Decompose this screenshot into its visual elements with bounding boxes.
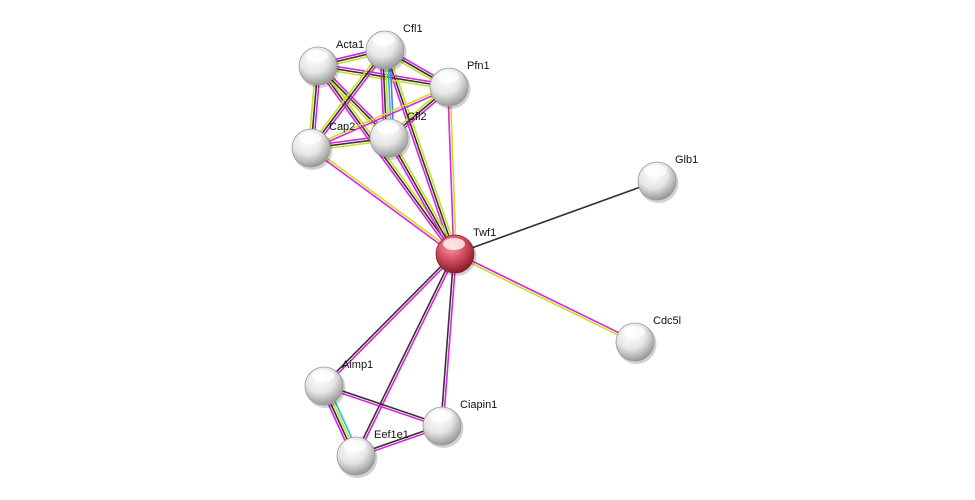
- edge-cfl1-cap2[interactable]: [308, 48, 388, 150]
- evidence-line-experiments: [447, 87, 455, 255]
- edge-twf1-cfl1[interactable]: [381, 48, 459, 256]
- node-highlight: [645, 165, 667, 177]
- node-twf1[interactable]: Twf1: [435, 227, 496, 276]
- evidence-line-textmining: [311, 146, 457, 254]
- edge-twf1-cap2[interactable]: [309, 146, 457, 256]
- edge-twf1-ciapin1[interactable]: [440, 253, 457, 427]
- node-highlight: [306, 50, 328, 62]
- node-highlight: [623, 326, 645, 338]
- edges-layer: [307, 46, 658, 458]
- node-label[interactable]: Cap2: [329, 121, 355, 133]
- evidence-line-coexpression: [317, 65, 456, 255]
- evidence-line-experiments: [315, 66, 454, 256]
- node-label[interactable]: Acta1: [336, 39, 364, 51]
- node-highlight: [437, 71, 459, 83]
- edge-twf1-glb1[interactable]: [454, 180, 658, 255]
- evidence-line-textmining: [390, 136, 458, 254]
- node-label[interactable]: Twf1: [473, 227, 496, 239]
- evidence-line-experiments: [455, 252, 636, 342]
- evidence-line-coexpression: [454, 180, 658, 255]
- edge-pfn1-cap2[interactable]: [310, 85, 450, 150]
- evidence-line-experiments: [323, 386, 442, 428]
- evidence-line-coexpression: [322, 252, 455, 386]
- edge-twf1-pfn1[interactable]: [447, 86, 457, 255]
- node-label[interactable]: Cfl1: [403, 23, 423, 35]
- evidence-line-coexpression: [440, 253, 455, 426]
- node-label[interactable]: Eef1e1: [374, 429, 409, 441]
- evidence-line-coexpression: [388, 137, 456, 255]
- node-label[interactable]: Glb1: [675, 154, 698, 166]
- evidence-line-textmining: [310, 85, 449, 148]
- evidence-line-textmining: [449, 86, 457, 254]
- node-pfn1[interactable]: Pfn1: [429, 60, 490, 109]
- evidence-line-experiments: [324, 254, 457, 388]
- node-glb1[interactable]: Glb1: [637, 154, 698, 203]
- evidence-line-textmining: [454, 254, 635, 344]
- node-ciapin1[interactable]: Ciapin1: [422, 399, 497, 448]
- node-cdc5l[interactable]: Cdc5l: [615, 315, 681, 364]
- evidence-line-coexpression: [310, 49, 386, 149]
- evidence-line-experiments: [381, 50, 454, 256]
- edge-aimp1-ciapin1[interactable]: [323, 384, 443, 428]
- evidence-line-coexpression: [354, 253, 455, 456]
- edge-twf1-eef1e1[interactable]: [354, 253, 457, 457]
- evidence-line-coexpression: [384, 49, 456, 255]
- evidence-line-experiments: [309, 148, 455, 256]
- evidence-line-coexpression: [324, 384, 443, 426]
- evidence-line-experiments: [442, 254, 457, 427]
- node-highlight: [443, 238, 465, 250]
- edge-twf1-aimp1[interactable]: [322, 252, 457, 388]
- node-highlight: [430, 410, 452, 422]
- node-eef1e1[interactable]: Eef1e1: [336, 429, 409, 478]
- node-label[interactable]: Aimp1: [342, 359, 373, 371]
- node-label[interactable]: Cdc5l: [653, 315, 681, 327]
- node-label[interactable]: Cfl2: [407, 111, 427, 123]
- node-highlight: [312, 370, 334, 382]
- node-cfl1[interactable]: Cfl1: [365, 23, 423, 72]
- node-acta1[interactable]: Acta1: [298, 39, 364, 88]
- node-highlight: [344, 440, 366, 452]
- node-highlight: [373, 34, 395, 46]
- evidence-line-experiments: [312, 50, 388, 150]
- node-highlight: [377, 122, 399, 134]
- edge-twf1-cfl2[interactable]: [386, 136, 458, 256]
- node-cfl2[interactable]: Cfl2: [369, 111, 427, 160]
- edge-twf1-cdc5l[interactable]: [454, 252, 636, 344]
- evidence-line-experiments: [311, 87, 450, 150]
- evidence-line-experiments: [386, 138, 454, 256]
- node-highlight: [299, 132, 321, 144]
- node-label[interactable]: Pfn1: [467, 60, 490, 72]
- node-aimp1[interactable]: Aimp1: [304, 359, 373, 408]
- evidence-line-textmining: [308, 48, 384, 148]
- node-label[interactable]: Ciapin1: [460, 399, 497, 411]
- node-cap2[interactable]: Cap2: [291, 121, 355, 170]
- evidence-line-textmining: [386, 48, 459, 254]
- evidence-line-experiments: [356, 254, 457, 457]
